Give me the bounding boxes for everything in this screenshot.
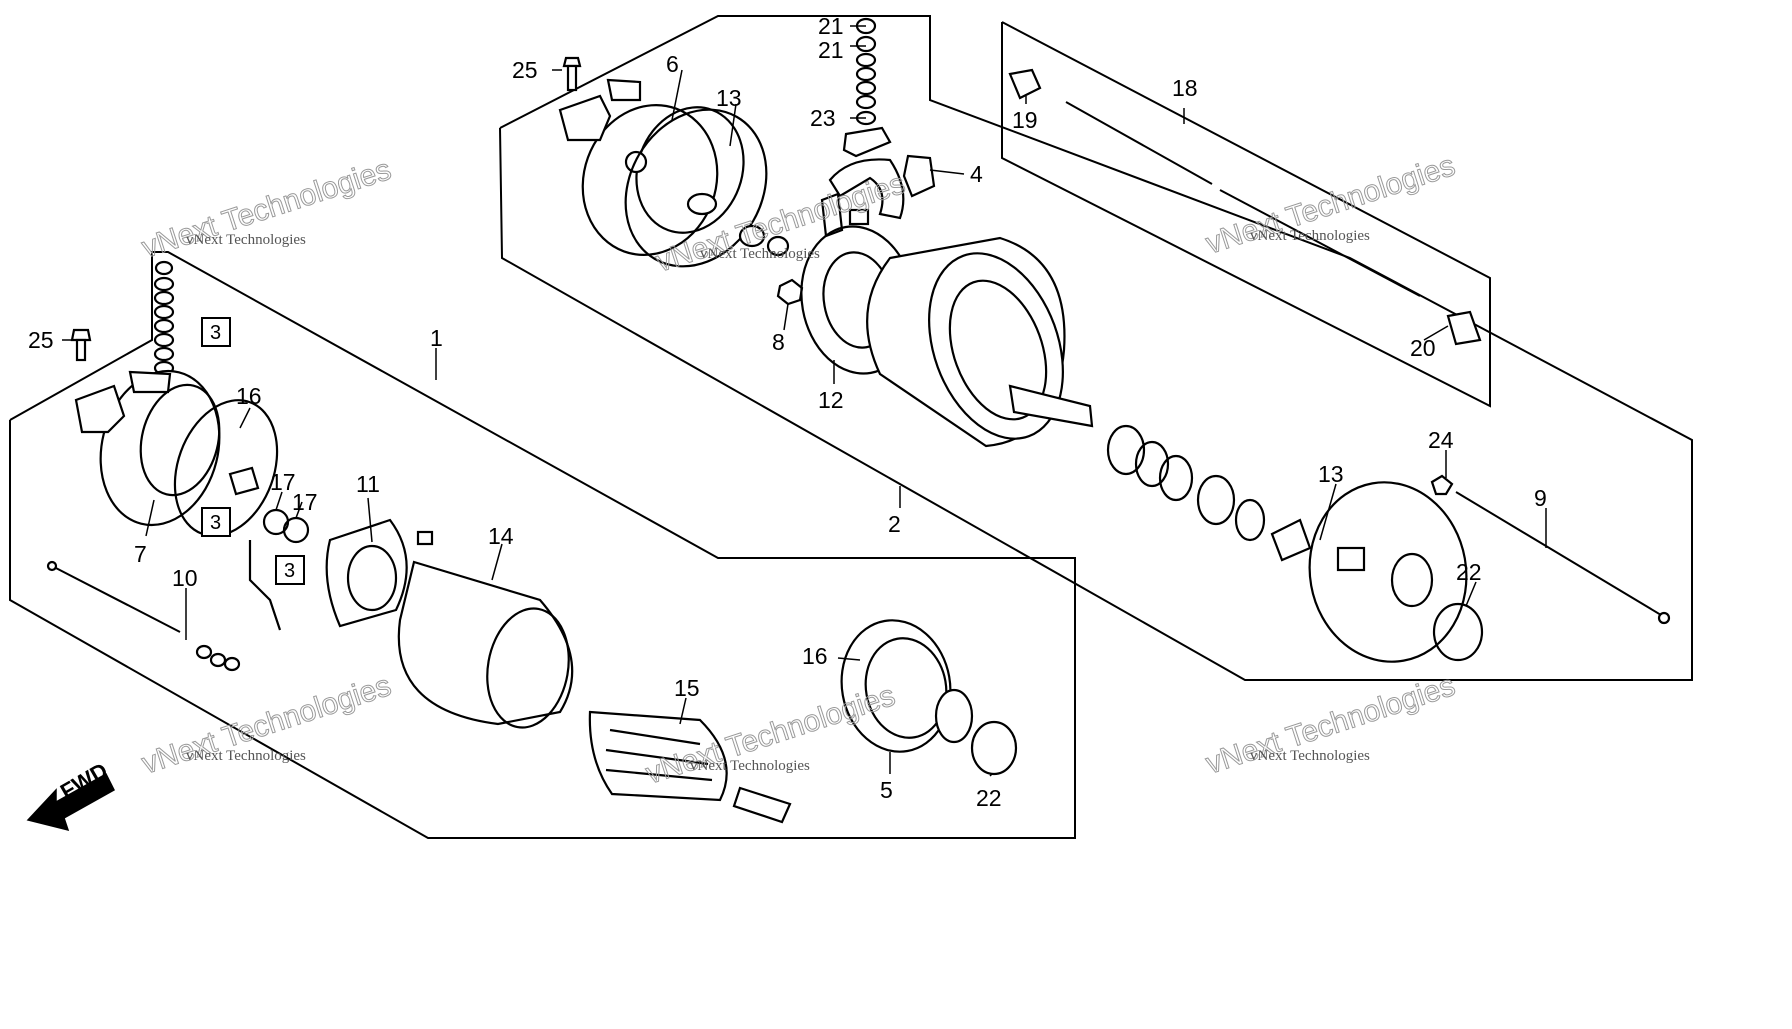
callout-c21a: 21 <box>818 13 844 39</box>
washer-left <box>738 224 766 248</box>
brush-holder-4 <box>820 154 936 238</box>
callout-c8: 8 <box>772 329 785 355</box>
washer-right <box>766 235 790 257</box>
group-1-outline <box>9 251 1076 839</box>
callout-c19: 19 <box>1012 107 1038 133</box>
cable-18 <box>1008 68 1482 346</box>
rear-housing-5 <box>840 619 974 753</box>
boxed-callout-label: 3 <box>210 322 221 344</box>
through-bolt-9 <box>1455 491 1667 619</box>
watermark-small: vNext Technologies <box>186 748 306 764</box>
armature-15 <box>588 710 792 824</box>
watermark-small: vNext Technologies <box>690 758 810 774</box>
callout-c6: 6 <box>666 51 679 77</box>
group-18-outline <box>1001 21 1491 408</box>
callout-c21b: 21 <box>818 37 844 63</box>
callout-c22a: 22 <box>1456 559 1482 585</box>
watermark-small: vNext Technologies <box>1250 228 1370 244</box>
callout-c7: 7 <box>134 541 147 567</box>
o-ring-22-bottom <box>970 720 1018 776</box>
o-ring-22-top <box>1432 602 1484 662</box>
callout-c13b: 13 <box>1318 461 1344 487</box>
group-outlines <box>9 15 1693 839</box>
watermark-small: vNext Technologies <box>186 232 306 248</box>
callout-box <box>201 317 231 347</box>
callout-c23: 23 <box>810 105 836 131</box>
callout-c16b: 16 <box>802 643 828 669</box>
yoke-14 <box>397 560 574 729</box>
callout-c9: 9 <box>1534 485 1547 511</box>
boot-20 <box>1446 310 1482 346</box>
brush-plate-11 <box>325 518 434 628</box>
boxed-callout-b3b: 3 <box>201 507 231 537</box>
terminal-block <box>842 126 892 158</box>
watermark-small: vNext Technologies <box>1250 748 1370 764</box>
callout-c11: 11 <box>356 471 380 497</box>
bolt-25-top <box>562 56 582 92</box>
nut-washer-stack-21 <box>855 17 877 126</box>
callout-c17a: 17 <box>270 469 296 495</box>
fwd-arrow-icon <box>26 772 115 832</box>
boxed-callouts: 3 3 3 <box>201 317 305 585</box>
bolts-10 <box>46 560 241 672</box>
callout-c16a: 16 <box>236 383 262 409</box>
callout-c20: 20 <box>1410 335 1436 361</box>
group-2-outline <box>499 15 1693 681</box>
boxed-callout-label: 3 <box>284 560 295 582</box>
boxed-callout-b3a: 3 <box>201 317 231 347</box>
boxed-callout-b3c: 3 <box>275 555 305 585</box>
callout-c18: 18 <box>1172 75 1198 101</box>
leader-lines <box>62 25 1547 777</box>
terminal-lead <box>248 540 282 631</box>
upper-assembly <box>558 17 1671 663</box>
watermark-small: vNext Technologies <box>700 246 820 262</box>
yoke-housing <box>866 236 1094 448</box>
callout-c4: 4 <box>970 161 983 187</box>
nut-8 <box>776 278 804 306</box>
callout-c17b: 17 <box>292 489 318 515</box>
rear-cover <box>1308 481 1484 663</box>
callout-c2: 2 <box>888 511 901 537</box>
callout-c14: 14 <box>488 523 514 549</box>
callout-c13a: 13 <box>716 85 742 111</box>
callout-c1: 1 <box>430 325 443 351</box>
o-ring-13-top <box>624 108 768 268</box>
callout-c12: 12 <box>818 387 844 413</box>
cap-19 <box>1008 68 1042 100</box>
boxed-callout-label: 3 <box>210 512 221 534</box>
callout-c22b: 22 <box>976 785 1002 811</box>
callout-box <box>275 555 305 585</box>
nut-24 <box>1430 474 1454 496</box>
callout-c24: 24 <box>1428 427 1454 453</box>
lower-assembly <box>46 260 1018 824</box>
terminal-nut <box>228 466 260 496</box>
callout-c15: 15 <box>674 675 700 701</box>
nut-washer-stack-3 <box>153 260 175 376</box>
callout-box <box>201 507 231 537</box>
callout-c5: 5 <box>880 777 893 803</box>
front-housing-7 <box>74 369 221 527</box>
fwd-direction-marker: FWD <box>26 758 115 832</box>
bolt-25-left <box>70 328 92 362</box>
front-cover-6 <box>558 78 745 256</box>
callout-c10: 10 <box>172 565 198 591</box>
shaft-shims <box>1106 424 1312 562</box>
washer-17-b <box>282 516 310 544</box>
callout-c25b: 25 <box>28 327 54 353</box>
callout-c25a: 25 <box>512 57 538 83</box>
